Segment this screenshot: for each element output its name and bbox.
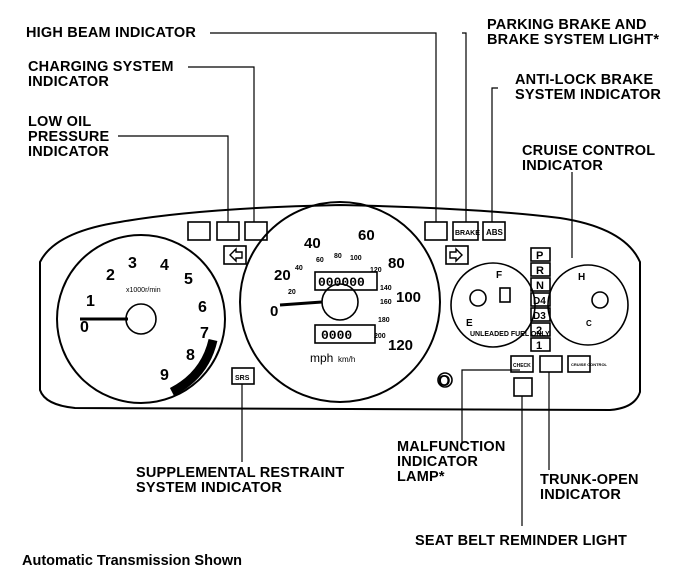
fuel-full: F [496,270,502,281]
callout-trunk: TRUNK-OPEN INDICATOR [540,472,639,503]
speed-kmh-60: 60 [316,257,324,264]
srs-label: SRS [235,375,250,382]
seat-belt-light [513,377,533,397]
gear-2: 2 [536,325,542,337]
callout-seat-belt: SEAT BELT REMINDER LIGHT [415,533,628,549]
fuel-note: UNLEADED FUEL ONLY [470,331,550,338]
speed-kmh-20: 20 [288,289,296,296]
callout-abs: ANTI-LOCK BRAKE SYSTEM INDICATOR [515,72,662,103]
tach-unit: x1000r/min [126,287,161,294]
gear-p: P [536,250,543,262]
speedo-needle [279,300,323,307]
speed-kmh-160: 160 [380,299,392,306]
speed-mph-100: 100 [396,289,421,306]
tach-number-5: 5 [184,271,193,288]
abs-light [482,221,506,241]
speed-kmh-180: 180 [378,317,390,324]
charging-light [244,221,268,241]
brake-label: BRAKE [455,230,480,237]
speed-mph-0: 0 [270,303,278,320]
right-turn-box [445,245,469,265]
trunk-light [539,355,563,373]
speed-mph-40: 40 [304,235,321,252]
speed-mph-120: 120 [388,337,413,354]
tach-number-7: 7 [200,325,209,342]
temp-hot: H [578,272,585,283]
odometer-value: 000000 [318,275,365,290]
caption: Automatic Transmission Shown [22,553,242,569]
tach-number-8: 8 [186,347,195,364]
callout-malfunction: MALFUNCTION INDICATOR LAMP* [397,439,506,485]
low-oil-light [216,221,240,241]
callout-srs: SUPPLEMENTAL RESTRAINT SYSTEM INDICATOR [136,465,345,496]
srs-light [231,367,255,385]
trip-box [314,324,376,344]
gear-1: 1 [536,340,542,352]
fuel-empty: E [466,318,473,329]
trip-value: 0000 [321,328,352,343]
tach-redzone [169,338,218,396]
left-turn-arrow-icon [229,247,243,263]
trip-reset-knob [437,372,453,388]
tach-number-4: 4 [160,257,169,274]
speed-kmh-80: 80 [334,253,342,260]
tach-number-0: 0 [80,319,89,336]
tach-number-6: 6 [198,299,207,316]
trip-reset-label: O [438,373,450,390]
gear-r: R [536,265,544,277]
cruise-label: CRUISE CONTROL [571,362,608,367]
fuel-gauge [450,262,536,348]
tach-number-2: 2 [106,267,115,284]
callout-charging: CHARGING SYSTEM INDICATOR [28,59,174,90]
speed-unit-kmh: km/h [338,355,355,364]
right-turn-arrow-icon [449,247,463,263]
high-beam-light [424,221,448,241]
check-engine-light [510,355,534,373]
callout-high-beam: HIGH BEAM INDICATOR [26,25,197,41]
speed-kmh-120: 120 [370,267,382,274]
speed-unit-mph: mph [310,351,333,365]
abs-label: ABS [486,228,504,237]
callout-cruise: CRUISE CONTROL INDICATOR [522,143,656,174]
leader-lines [118,32,573,526]
speed-kmh-200: 200 [374,333,386,340]
left-turn-box [223,245,247,265]
temp-cold: C [586,319,592,328]
gear-d4: D4 [533,296,546,307]
check-label: CHECK [513,363,531,369]
cluster-housing [39,203,641,412]
speed-kmh-140: 140 [380,285,392,292]
tach-number-9: 9 [160,367,169,384]
gear-n: N [536,280,544,292]
tachometer-dial [56,234,226,404]
speed-mph-60: 60 [358,227,375,244]
tach-number-1: 1 [86,293,95,310]
turn-arrows [229,247,463,263]
cruise-light [567,355,591,373]
callout-low-oil: LOW OIL PRESSURE INDICATOR [28,114,110,160]
odometer-box [314,271,378,291]
speed-mph-20: 20 [274,267,291,284]
speed-kmh-100: 100 [350,255,362,262]
speedometer-dial [239,201,441,403]
gear-d3: D3 [533,311,546,322]
empty-indicator-box [187,221,211,241]
gear-selector [530,247,551,352]
tach-number-3: 3 [128,255,137,272]
temp-gauge [547,264,629,346]
speed-kmh-40: 40 [295,265,303,272]
callout-parking-brake: PARKING BRAKE AND BRAKE SYSTEM LIGHT* [487,17,660,48]
speed-mph-80: 80 [388,255,405,272]
